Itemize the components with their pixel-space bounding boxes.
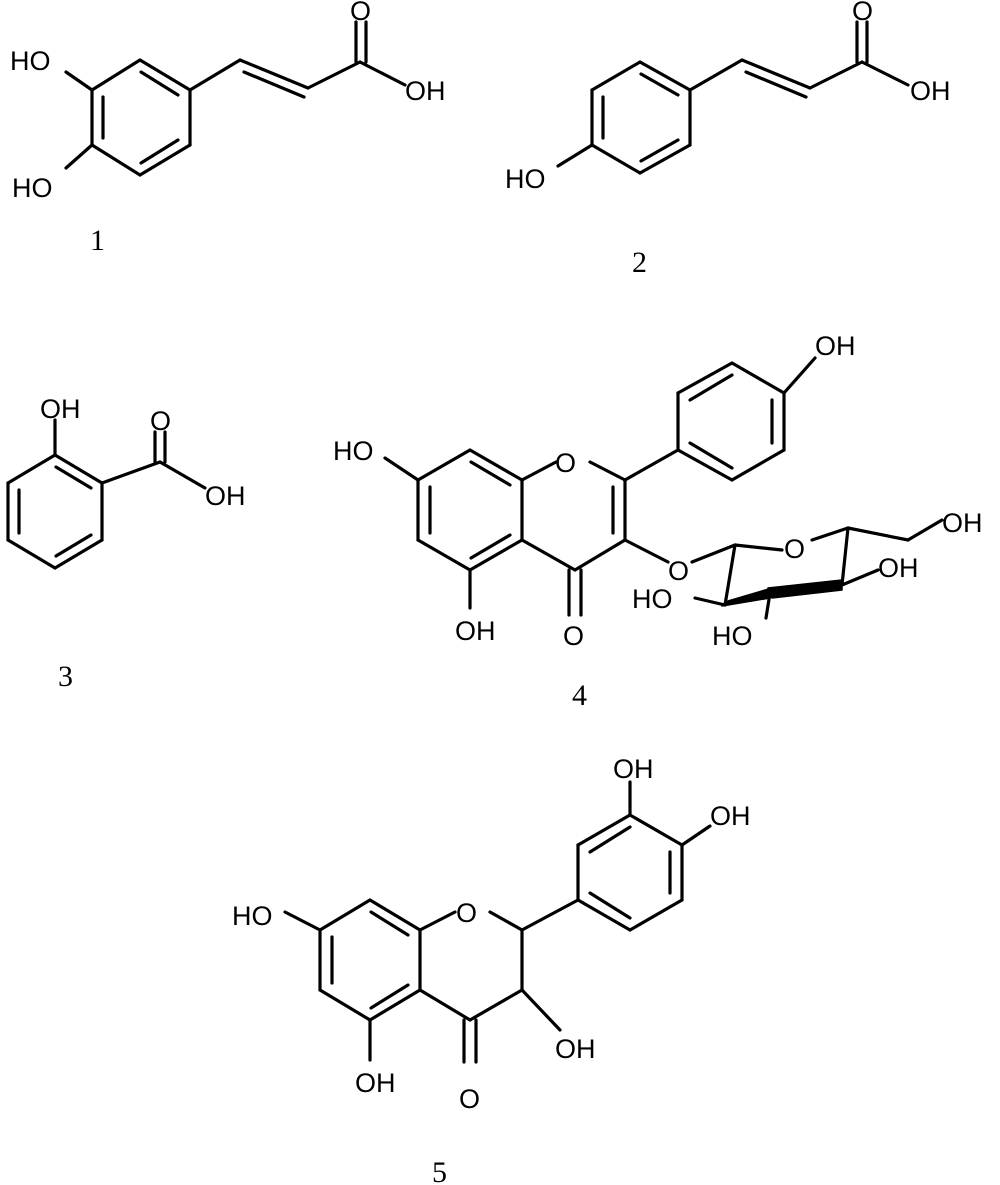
compound-number-3: 3 (58, 660, 73, 693)
atom-label: O (668, 556, 689, 586)
atom-label: OH (40, 394, 81, 424)
atom-label: OH (942, 508, 983, 538)
compound-1-structure (64, 20, 407, 177)
compound-2-structure (556, 20, 910, 175)
atom-label: HO (712, 621, 753, 651)
compound-4-structure (383, 356, 944, 620)
atom-label: HO (505, 164, 546, 194)
atom-label: O (784, 534, 805, 564)
atom-label: OH (815, 331, 856, 361)
compound-3-structure (6, 418, 207, 570)
atom-label: OH (455, 616, 496, 646)
compound-5-structure (283, 780, 712, 1064)
atom-label: O (563, 621, 584, 651)
atom-label: OH (613, 754, 654, 784)
atom-label: O (459, 1084, 480, 1114)
atom-label: OH (710, 801, 751, 831)
atom-label: HO (232, 901, 273, 931)
atom-label: HO (12, 173, 53, 203)
atom-label: OH (555, 1034, 596, 1064)
atom-label: HO (632, 584, 673, 614)
atom-label: OH (910, 76, 951, 106)
atom-label: O (150, 406, 171, 436)
atom-label: O (456, 898, 477, 928)
atom-label: OH (405, 76, 446, 106)
compound-number-1: 1 (90, 224, 105, 257)
atom-label: HO (10, 46, 51, 76)
sugar-wedge-bond (767, 579, 843, 599)
compound-number-2: 2 (632, 246, 647, 279)
atom-label: O (350, 0, 371, 26)
atom-label: HO (333, 436, 374, 466)
atom-label: O (852, 0, 873, 26)
atom-label: OH (355, 1068, 396, 1098)
atom-label: OH (205, 481, 246, 511)
compound-number-5: 5 (432, 1156, 447, 1185)
atom-label: O (555, 448, 576, 478)
sugar-wedge-bond (721, 587, 773, 607)
compound-number-4: 4 (572, 679, 587, 712)
atom-label: OH (878, 553, 919, 583)
